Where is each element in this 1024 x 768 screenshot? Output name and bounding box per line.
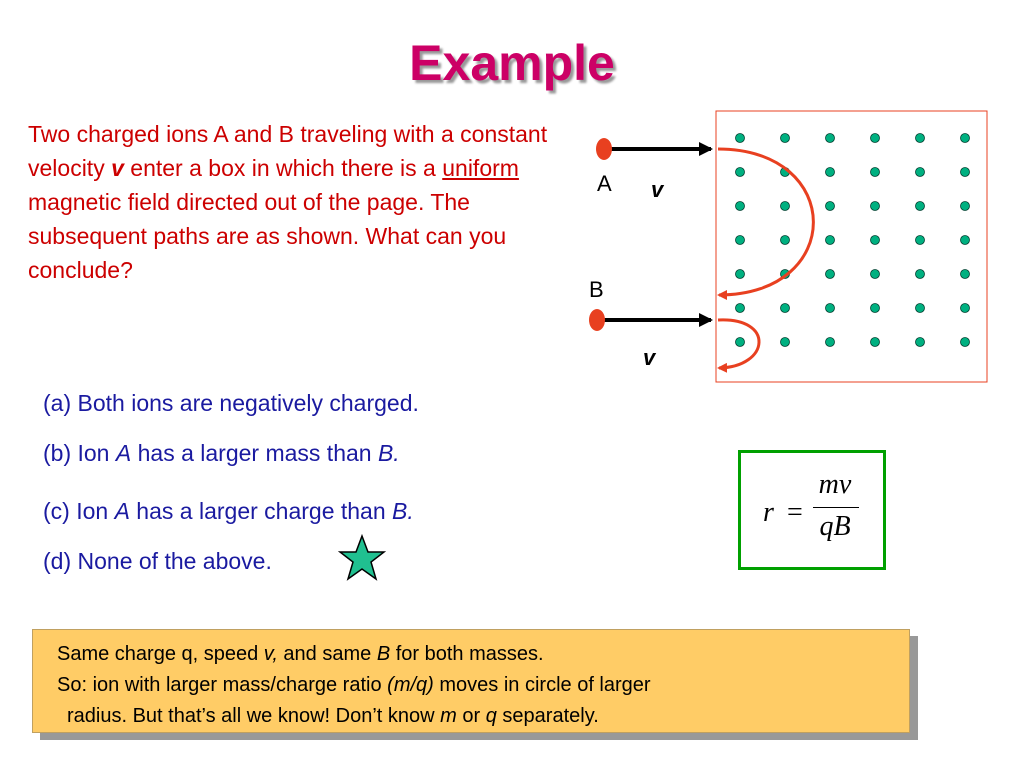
field-dot [825,337,835,347]
note-l3-q: q [485,705,497,727]
field-dot [870,235,880,245]
note-l2-a: So: ion with larger mass/charge ratio [57,674,388,696]
label-ion-b: B [589,277,604,302]
note-l2-b: moves in circle of larger [433,674,651,696]
note-l1-b: and same [277,643,377,665]
field-dots-icon [735,133,970,347]
formula-lhs: r [763,497,774,528]
problem-statement: Two charged ions A and B traveling with … [28,117,568,287]
field-dot [915,269,925,279]
option-c-ion-a: A [114,498,130,524]
option-c-pre: (c) Ion [43,498,115,524]
field-dot [960,167,970,177]
field-dot [960,133,970,143]
field-dot [870,201,880,211]
field-dot [960,303,970,313]
field-dot [960,235,970,245]
label-velocity-b: v [643,345,656,370]
field-dot [870,337,880,347]
note-l3-a: radius. But that’s all we know! Don’t kn… [67,705,441,727]
field-dot [780,337,790,347]
field-dot [735,303,745,313]
note-l1-c: for both masses. [390,643,544,665]
intro-part1: Two charged ions A and B traveling with … [28,121,548,181]
note-line-3: radius. But that’s all we know! Don’t kn… [67,701,599,732]
star-icon [338,534,386,581]
formula-equals: = [787,497,803,528]
field-dot [870,133,880,143]
field-dot [780,133,790,143]
formula-numerator: mv [818,469,852,500]
option-b-ion-a: A [115,440,132,466]
field-dot [735,235,745,245]
path-b [717,318,761,373]
field-dot [870,167,880,177]
field-dot [960,269,970,279]
option-c-mid: has a larger charge than [129,498,393,524]
field-dot [825,167,835,177]
formula-fraction-bar [813,507,859,508]
path-a [717,147,815,300]
field-dot [735,269,745,279]
option-b[interactable]: (b) Ion A has a larger mass than B. [43,440,400,467]
label-ion-a: A [597,171,612,196]
note-l1-v: v, [263,643,278,665]
field-box [715,110,988,383]
field-dot [870,303,880,313]
field-dot [735,201,745,211]
explanation-note: Same charge q, speed v, and same B for b… [32,629,910,733]
formula-denominator: qB [819,511,851,542]
field-dot [870,269,880,279]
intro-part2: enter a box in which there is a [123,155,443,181]
note-l3-b: or [456,705,486,727]
field-dot [915,133,925,143]
option-b-mid: has a larger mass than [131,440,378,466]
option-b-ion-b: B. [377,440,400,466]
note-l1-a: Same charge q, speed [57,643,264,665]
option-d-text: (d) None of the above. [43,548,272,574]
field-dot [825,303,835,313]
field-dot [780,303,790,313]
field-dot [915,201,925,211]
field-dot [735,133,745,143]
option-c[interactable]: (c) Ion A has a larger charge than B. [43,498,414,525]
option-b-pre: (b) Ion [43,440,116,466]
radius-formula: r = mv qB [763,469,873,549]
note-l3-c: separately. [496,705,599,727]
note-line-1: Same charge q, speed v, and same B for b… [57,639,544,670]
field-dot [735,167,745,177]
option-a-text: (a) Both ions are negatively charged. [43,390,419,416]
intro-velocity: v [111,155,124,181]
field-dot [915,303,925,313]
intro-uniform: uniform [442,155,519,181]
field-dot [915,235,925,245]
note-line-2: So: ion with larger mass/charge ratio (m… [57,670,651,701]
field-dot [780,201,790,211]
option-c-ion-b: B. [392,498,414,524]
field-dot [825,201,835,211]
field-dot [960,201,970,211]
field-dot [825,235,835,245]
magnetic-field-diagram: A v B v [585,105,995,390]
page-title: Example [409,35,615,91]
note-l1-B: B [376,643,391,665]
field-dot [960,337,970,347]
field-dot [825,269,835,279]
field-dot [735,337,745,347]
field-dot [780,235,790,245]
intro-part3: magnetic field directed out of the page.… [28,189,507,283]
note-l3-m: m [440,705,457,727]
field-dot [825,133,835,143]
note-l2-mq: (m/q) [387,674,434,696]
diagram-svg [589,110,988,383]
option-a[interactable]: (a) Both ions are negatively charged. [43,390,419,417]
field-dot [915,167,925,177]
ion-a [596,138,612,160]
field-dot [915,337,925,347]
label-velocity-a: v [651,177,664,202]
option-d[interactable]: (d) None of the above. [43,548,272,575]
formula-box: r = mv qB [738,450,886,570]
ion-b [589,309,605,331]
